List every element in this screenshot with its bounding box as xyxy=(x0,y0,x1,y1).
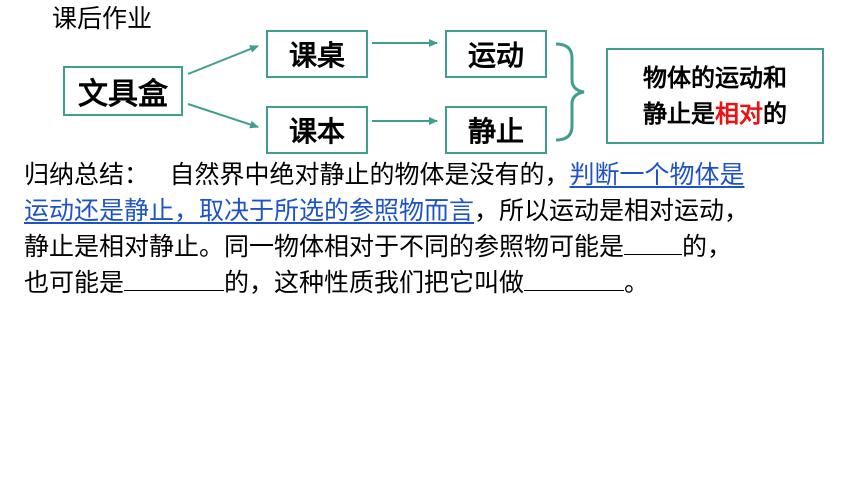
brace xyxy=(555,42,585,142)
conclusion-line2: 静止是相对的 xyxy=(643,96,787,132)
summary-text-4: 的，这种性质我们把它叫做 xyxy=(224,268,525,297)
blank-2[interactable] xyxy=(124,268,225,291)
arrow-root-to-book xyxy=(187,103,259,129)
node-conclusion: 物体的运动和 静止是相对的 xyxy=(606,48,824,144)
summary-text-1: 自然界中绝对静止的物体是没有的， xyxy=(169,160,570,189)
node-moving: 运动 xyxy=(445,30,547,78)
page-title: 课后作业 xyxy=(52,4,153,33)
node-desk: 课桌 xyxy=(266,30,368,78)
summary-text-3: 的，也可能是 xyxy=(24,232,733,297)
summary-link[interactable]: 判断一个物体是运动还是静止，取决于所选的参照物而言 xyxy=(24,160,745,225)
summary-text-2: ，所以运动是相对运动，静止是相对静止。同一物体相对于不同的参照物可能是 xyxy=(24,196,750,261)
node-textbook: 课本 xyxy=(266,106,368,154)
summary-paragraph: 归纳总结： 自然界中绝对静止的物体是没有的，判断一个物体是运动还是静止，取决于所… xyxy=(24,157,754,301)
conclusion-line1: 物体的运动和 xyxy=(643,64,787,92)
blank-1[interactable] xyxy=(624,232,683,255)
summary-text-5: 。 xyxy=(624,268,650,297)
conclusion-prefix: 静止是 xyxy=(643,100,715,128)
diagram-connectors xyxy=(187,39,585,142)
blank-3[interactable] xyxy=(524,268,625,291)
arrow-root-to-desk xyxy=(187,45,259,75)
node-still: 静止 xyxy=(445,106,547,154)
node-stationery-box: 文具盒 xyxy=(63,66,183,116)
summary-label: 归纳总结： xyxy=(24,160,137,189)
conclusion-suffix: 的 xyxy=(763,100,787,128)
conclusion-highlight: 相对 xyxy=(715,100,763,128)
